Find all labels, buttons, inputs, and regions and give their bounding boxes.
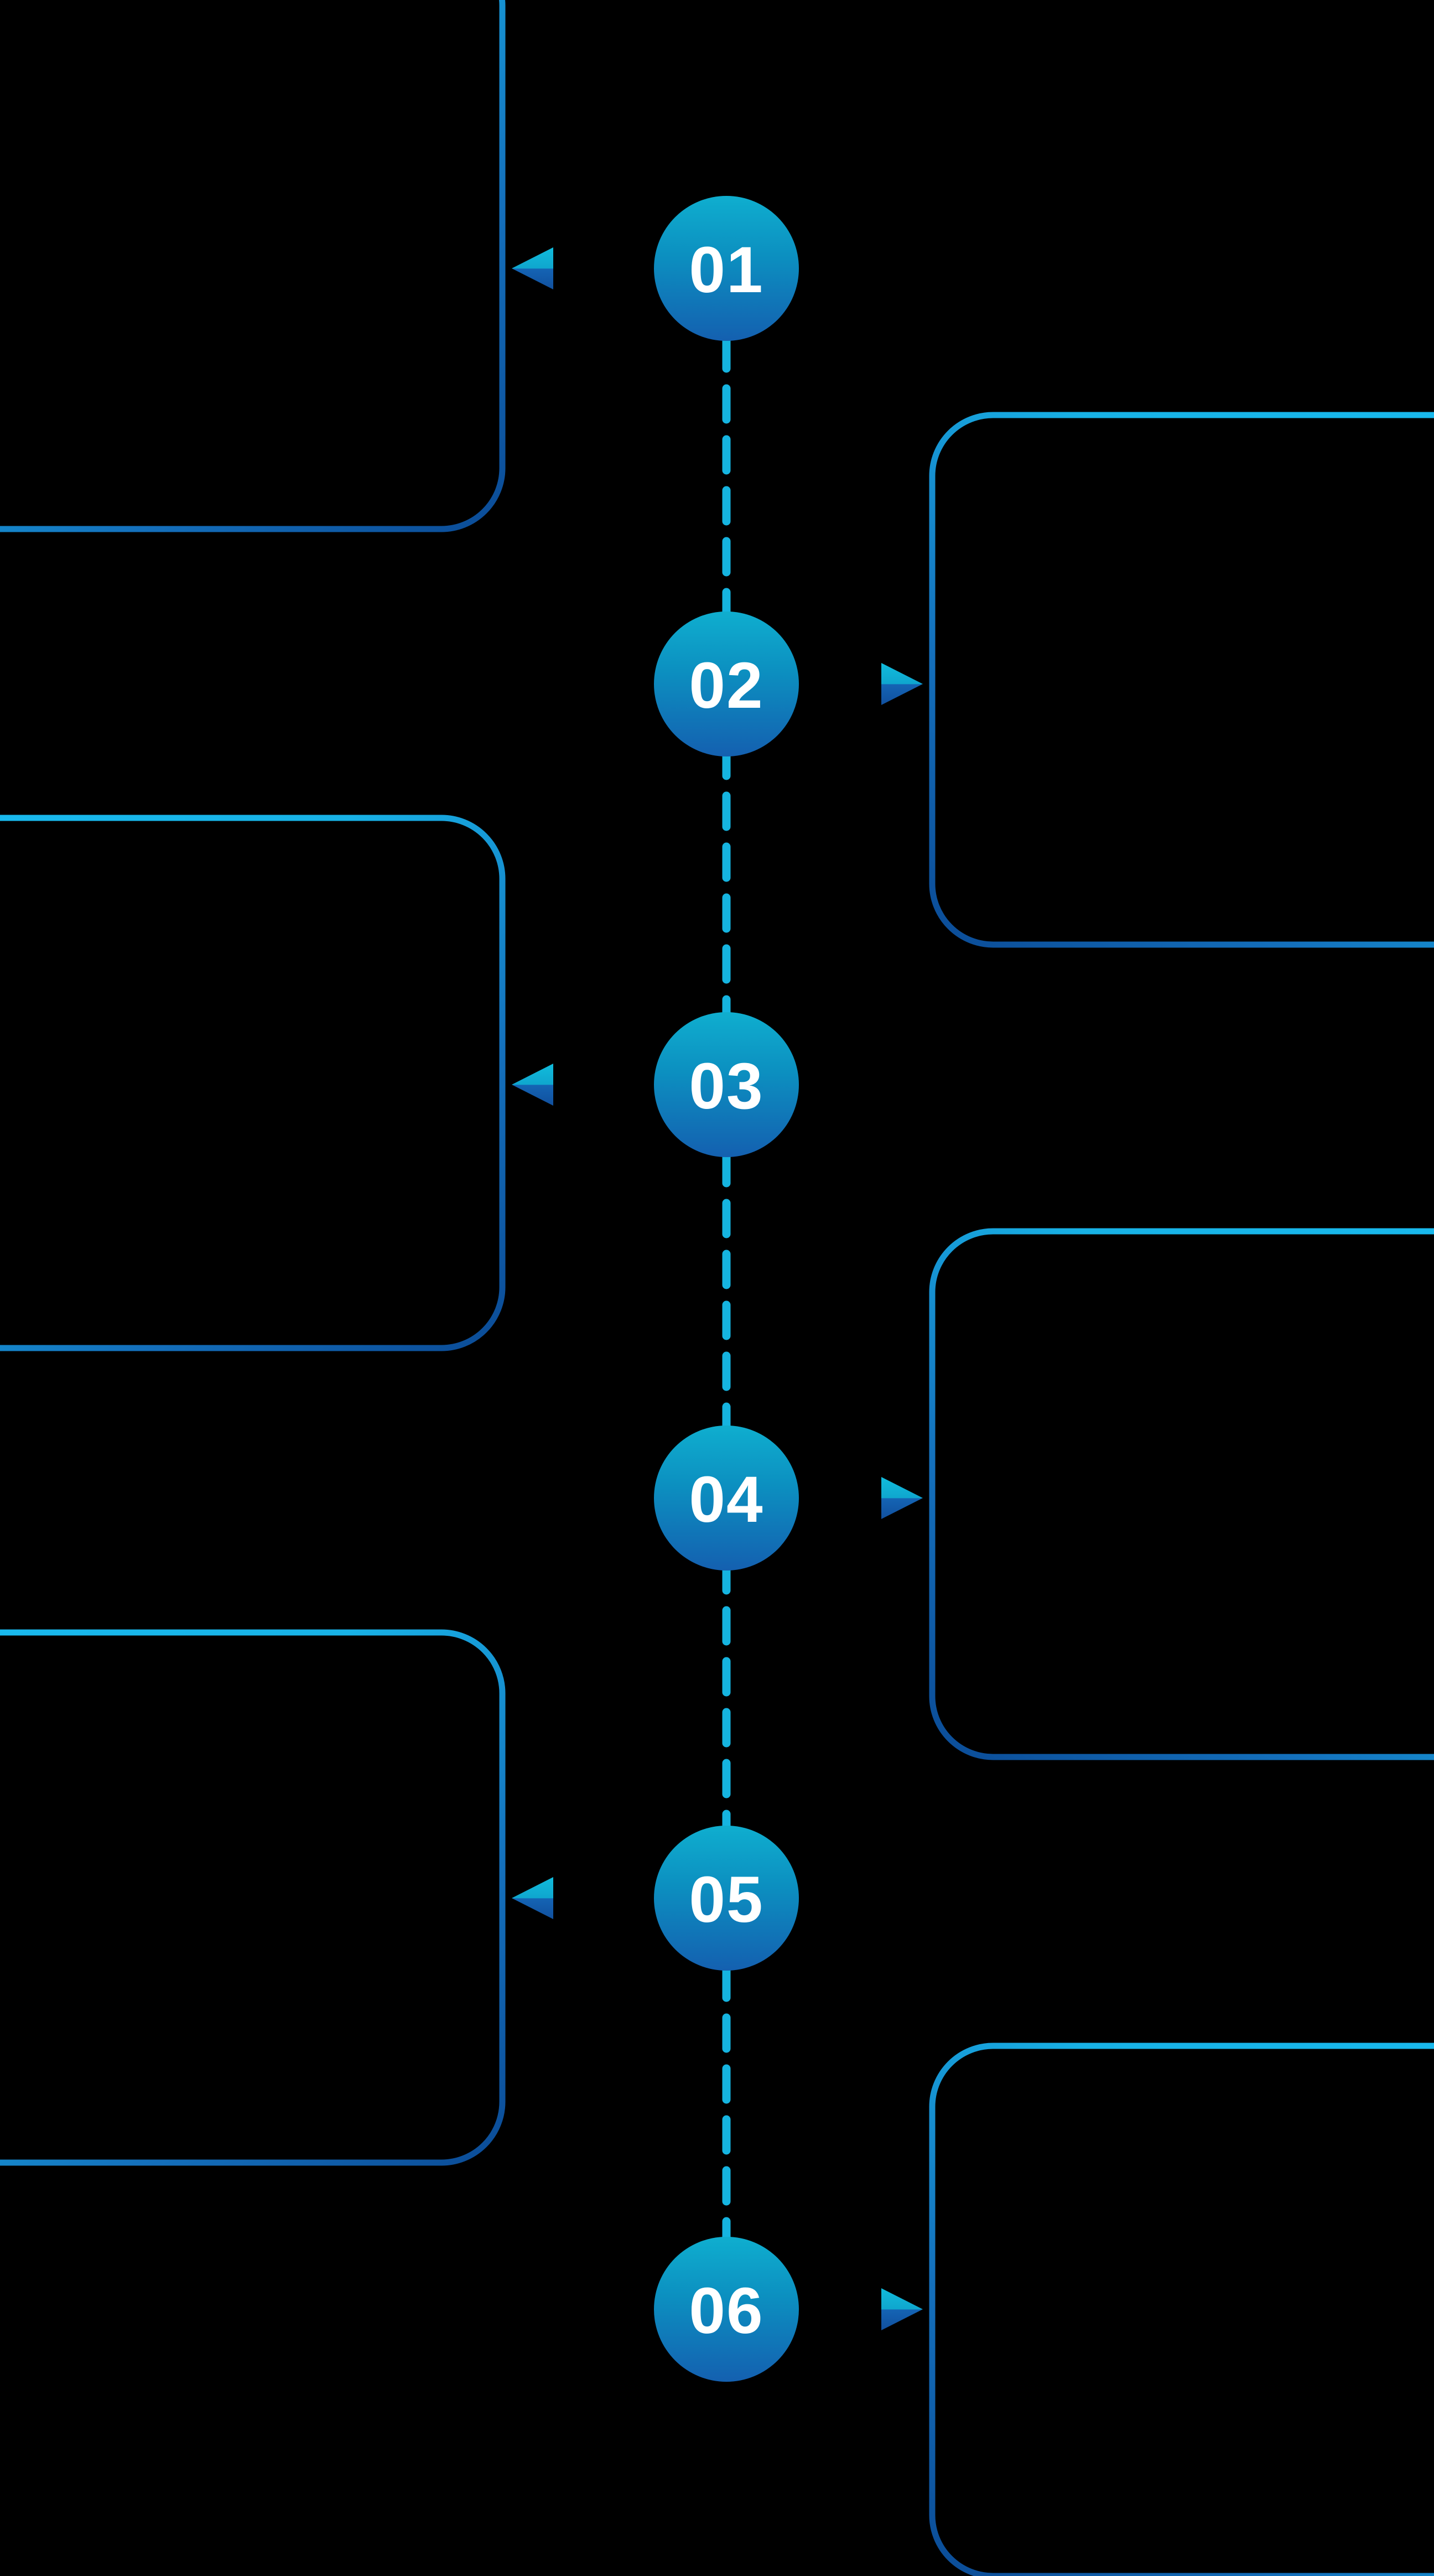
timeline-node-03[interactable]: 03 (654, 1012, 799, 1157)
timeline-node-06[interactable]: 06 (654, 2237, 799, 2382)
node-number-02: 02 (689, 649, 763, 722)
panel-left-3[interactable] (0, 1629, 506, 2166)
node-number-03: 03 (689, 1050, 763, 1123)
node-circle-06[interactable] (654, 2237, 799, 2382)
node-circle-05[interactable] (654, 1826, 799, 1971)
arrow-head-01-left-icon (512, 247, 553, 289)
timeline-node-01[interactable]: 01 (654, 196, 799, 341)
panel-right-3[interactable] (929, 2043, 1434, 2576)
timeline-node-02[interactable]: 02 (654, 611, 799, 756)
node-circle-01[interactable] (654, 196, 799, 341)
connector-group (512, 247, 923, 2330)
arrow-head-05-left-icon (512, 1877, 553, 1919)
arrow-head-03-left-icon (512, 1064, 553, 1106)
node-circle-02[interactable] (654, 611, 799, 756)
panel-left-2[interactable] (0, 815, 506, 1351)
timeline-node-05[interactable]: 05 (654, 1826, 799, 1971)
panel-left-1[interactable] (0, 0, 506, 532)
panel-right-1[interactable] (929, 412, 1434, 948)
node-number-04: 04 (689, 1463, 763, 1536)
node-number-06: 06 (689, 2274, 763, 2347)
node-circle-03[interactable] (654, 1012, 799, 1157)
timeline-node-04[interactable]: 04 (654, 1426, 799, 1571)
node-group: 01 02 03 04 05 06 (654, 196, 799, 2382)
panel-right-2[interactable] (929, 1228, 1434, 1760)
node-circle-04[interactable] (654, 1426, 799, 1571)
arrow-head-04-right-icon (881, 1477, 923, 1519)
node-number-05: 05 (689, 1863, 763, 1936)
arrow-head-02-right-icon (881, 663, 923, 705)
node-number-01: 01 (689, 234, 763, 307)
arrow-head-06-right-icon (881, 2288, 923, 2330)
